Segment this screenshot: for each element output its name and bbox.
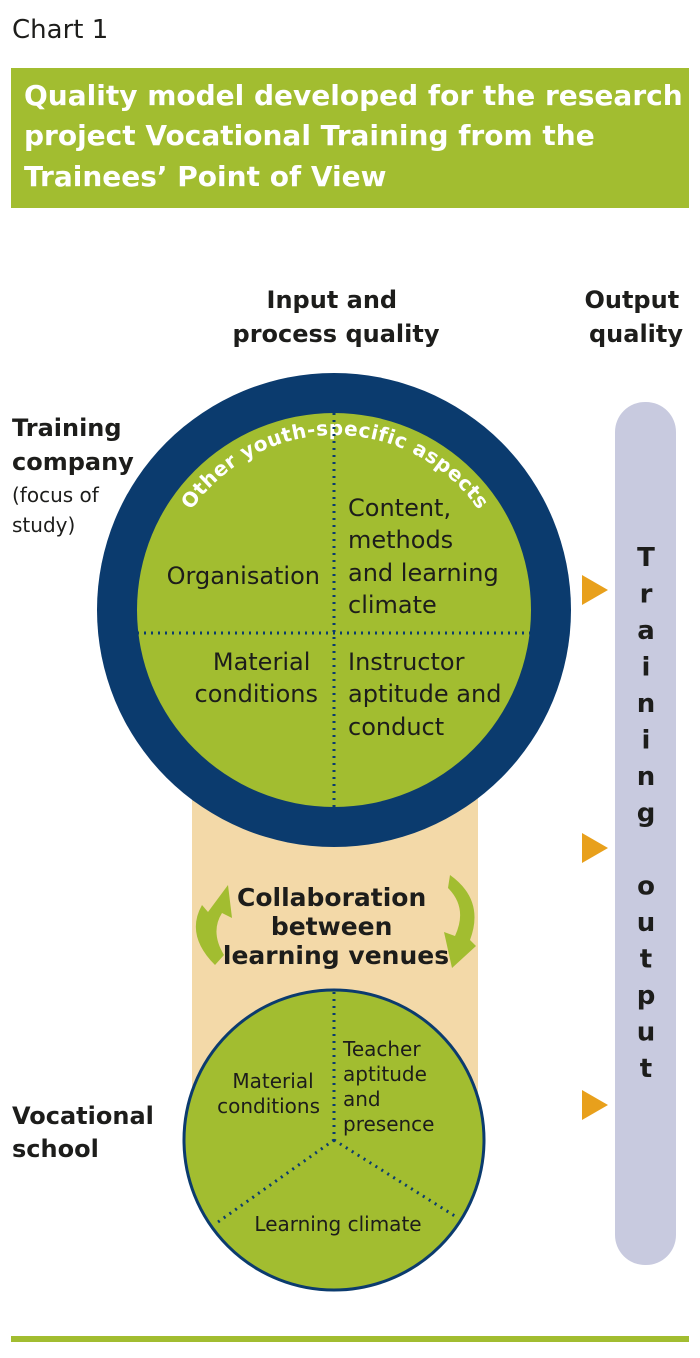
output-letter: i (642, 726, 651, 756)
output-letter: t (640, 1054, 652, 1084)
arrow-right-icon (582, 575, 608, 605)
focus-note: (focus of study) (12, 483, 105, 537)
output-arrows (582, 575, 608, 1120)
training-output-bar (615, 402, 676, 1265)
sector-material: Material conditions (217, 1069, 320, 1118)
sector-climate: Learning climate (254, 1212, 421, 1236)
chart-label: Chart 1 (12, 15, 108, 45)
collaboration-label: Collaboration between learning venues (223, 883, 449, 970)
school-dividers (217, 992, 459, 1224)
title: Quality model developed for the research… (24, 79, 692, 193)
output-letter: n (637, 762, 656, 792)
cycle-arrow-left-icon (195, 885, 232, 965)
input-process-header: Input and process quality (233, 286, 440, 348)
bottom-rule (11, 1336, 689, 1342)
sector-teacher: Teacher aptitude and presence (342, 1037, 434, 1136)
output-letter: a (637, 616, 655, 646)
quadrant-content: Content, methods and learning climate (348, 494, 506, 619)
quadrant-organisation: Organisation (167, 562, 320, 590)
output-letter: T (637, 543, 655, 573)
output-letter: p (637, 981, 656, 1011)
output-letter: o (637, 872, 655, 902)
output-quality-header: Output quality (584, 286, 687, 348)
output-letter: r (640, 580, 653, 610)
arrow-right-icon (582, 1090, 608, 1120)
output-letter: u (637, 908, 656, 938)
output-letter: t (640, 945, 652, 975)
quadrant-material: Material conditions (195, 648, 318, 708)
output-letter: i (642, 653, 651, 683)
quadrant-instructor: Instructor aptitude and conduct (348, 648, 509, 741)
output-letter: u (637, 1018, 656, 1048)
arrow-right-icon (582, 833, 608, 863)
output-letter: g (637, 799, 656, 829)
title-box (11, 68, 689, 208)
cycle-arrow-right-icon (444, 875, 476, 968)
training-company-label: Training company (12, 414, 134, 476)
output-letter: n (637, 689, 656, 719)
vocational-school-label: Vocational school (12, 1102, 162, 1163)
